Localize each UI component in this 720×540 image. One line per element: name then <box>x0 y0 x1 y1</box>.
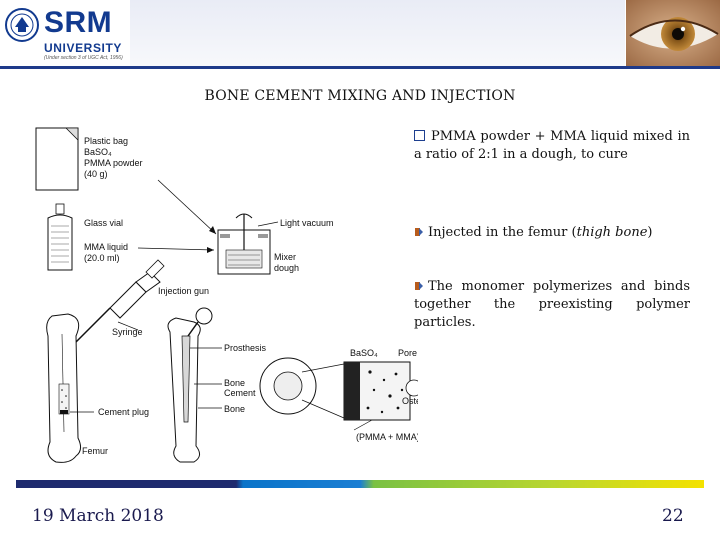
bullet-text-pre: Injected in the femur ( <box>428 225 577 240</box>
label-pore: Pore <box>398 348 417 358</box>
label-osteon: Osteon <box>402 396 418 406</box>
bullet-item: Injected in the femur (thigh bone) <box>414 224 690 242</box>
label-plastic-bag: Plastic bag <box>84 136 128 146</box>
slide-header: SRM UNIVERSITY (Under section 3 of UGC A… <box>0 0 720 70</box>
bullet-text-italic: thigh bone <box>576 225 648 240</box>
magnified-section-icon <box>259 357 418 421</box>
label-femur: Femur <box>82 446 108 456</box>
label-baso4-2: BaSO₄ <box>350 348 378 358</box>
glass-vial-icon <box>47 203 73 271</box>
header-band <box>130 0 625 66</box>
label-mixer: Mixer <box>274 252 296 262</box>
logo-tagline: (Under section 3 of UGC Act, 1956) <box>44 55 123 61</box>
arrow-bullet-icon <box>415 282 423 290</box>
femur-icon <box>46 313 82 463</box>
label-bone-cement-2: Cement <box>224 388 256 398</box>
header-divider <box>0 66 720 69</box>
bone-cement-diagram: Plastic bag BaSO₄ PMMA powder (40 g) Gla… <box>35 127 418 463</box>
label-dough: dough <box>274 263 299 273</box>
footer-date: 19 March 2018 <box>32 506 164 526</box>
label-mma-liquid: MMA liquid <box>84 242 128 252</box>
label-pmma-qty: (40 g) <box>84 169 108 179</box>
arrow-bullet-icon <box>415 228 423 236</box>
label-baso4: BaSO₄ <box>84 147 112 157</box>
label-bone: Bone <box>224 404 245 414</box>
label-mma-qty: (20.0 ml) <box>84 253 120 263</box>
mixer-icon <box>217 213 271 275</box>
srm-logo: SRM UNIVERSITY (Under section 3 of UGC A… <box>4 3 128 61</box>
page-number: 22 <box>662 506 684 526</box>
label-matrix: (PMMA + MMA) matrix <box>356 432 418 442</box>
bullet-text: PMMA powder + MMA liquid mixed in a rati… <box>414 129 690 162</box>
injection-gun-icon <box>73 259 165 345</box>
logo-name: SRM <box>44 6 113 39</box>
bullet-item: PMMA powder + MMA liquid mixed in a rati… <box>414 128 690 164</box>
slide-title: BONE CEMENT MIXING AND INJECTION <box>204 88 516 104</box>
eye-photo-icon <box>626 0 720 66</box>
label-glass-vial: Glass vial <box>84 218 123 228</box>
bullet-item: The monomer polymerizes and binds togeth… <box>414 278 690 332</box>
bullet-text: The monomer polymerizes and binds togeth… <box>414 279 690 330</box>
srm-emblem-icon <box>5 8 39 42</box>
label-light-vacuum: Light vacuum <box>280 218 334 228</box>
label-injection-gun: Injection gun <box>158 286 209 296</box>
footer-color-bar <box>16 480 704 488</box>
square-bullet-icon <box>414 130 425 141</box>
label-cement-plug: Cement plug <box>98 407 149 417</box>
label-pmma-powder: PMMA powder <box>84 158 143 168</box>
label-syringe: Syringe <box>112 327 143 337</box>
plastic-bag-icon <box>35 127 79 191</box>
logo-sub: UNIVERSITY <box>44 41 123 55</box>
label-bone-cement-1: Bone <box>224 378 245 388</box>
bullet-text-post: ) <box>647 225 653 240</box>
label-prosthesis: Prosthesis <box>224 343 267 353</box>
femur-prosthesis-icon <box>167 307 213 463</box>
